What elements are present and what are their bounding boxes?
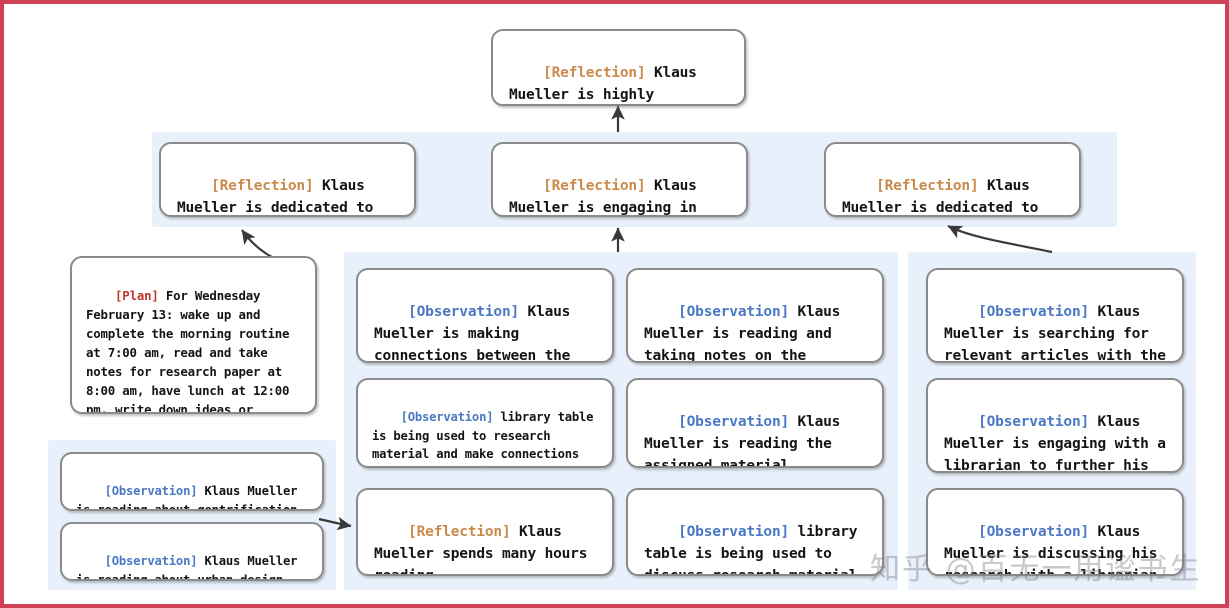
reflection-node-2[interactable]: [Reflection] Klaus Mueller is engaging i… [491, 142, 748, 217]
node-text: Klaus Mueller is highly dedicated to res… [509, 65, 697, 104]
node-text: Klaus Mueller is dedicated to research [177, 178, 374, 217]
node-tag: [Observation] [678, 524, 790, 541]
column-two-node-2[interactable]: [Observation] Klaus Mueller is reading t… [626, 378, 884, 468]
node-tag: [Reflection] [543, 65, 646, 82]
column-one-node-3[interactable]: [Reflection] Klaus Mueller spends many h… [356, 488, 614, 576]
node-tag: [Observation] [978, 414, 1090, 431]
node-text: library table is being used to discuss r… [644, 524, 858, 574]
node-tag: [Observation] [104, 484, 198, 499]
node-tag: [Plan] [115, 287, 159, 303]
node-tag: [Observation] [400, 410, 494, 425]
column-two-node-1[interactable]: [Observation] Klaus Mueller is reading a… [626, 268, 884, 363]
node-tag: [Observation] [978, 304, 1090, 321]
node-text: Klaus Mueller is engaging in research ac… [509, 178, 697, 217]
node-tag: [Observation] [104, 554, 198, 569]
arrow-column-three-to-right-reflection [947, 225, 1053, 254]
node-tag: [Observation] [678, 414, 790, 431]
node-text: Klaus Mueller is making connections betw… [374, 304, 571, 363]
reflection-node-1[interactable]: [Reflection] Klaus Mueller is dedicated … [159, 142, 416, 217]
node-tag: [Reflection] [876, 178, 979, 195]
node-text: library table is being used to research … [372, 410, 594, 466]
node-text: Klaus Mueller is engaging with a librari… [944, 414, 1166, 473]
column-one-node-2[interactable]: [Observation] library table is being use… [356, 378, 614, 468]
node-text: Klaus Mueller spends many hours reading [374, 524, 588, 574]
node-tag: [Observation] [978, 524, 1090, 541]
node-text: Klaus Mueller is reading about gentrific… [76, 484, 305, 511]
root-reflection-node[interactable]: [Reflection] Klaus Mueller is highly ded… [491, 29, 746, 106]
column-three-node-1[interactable]: [Observation] Klaus Mueller is searching… [926, 268, 1184, 363]
node-text: Klaus Mueller is reading about urban des… [76, 554, 305, 581]
node-text: Klaus Mueller is dedicated to research [842, 178, 1039, 217]
column-three-node-2[interactable]: [Observation] Klaus Mueller is engaging … [926, 378, 1184, 473]
node-text: Klaus Mueller is searching for relevant … [944, 304, 1166, 363]
node-tag: [Reflection] [211, 178, 314, 195]
node-tag: [Observation] [408, 304, 520, 321]
plan-node[interactable]: [Plan] For Wednesday February 13: wake u… [70, 256, 317, 414]
node-tag: [Reflection] [543, 178, 646, 195]
node-tag: [Reflection] [408, 524, 511, 541]
node-text: For Wednesday February 13: wake up and c… [86, 287, 290, 414]
node-text: Klaus Mueller is discussing his research… [944, 524, 1158, 574]
left-observation-node-1[interactable]: [Observation] Klaus Mueller is reading a… [60, 452, 324, 511]
reflection-node-3[interactable]: [Reflection] Klaus Mueller is dedicated … [824, 142, 1081, 217]
column-three-node-3[interactable]: [Observation] Klaus Mueller is discussin… [926, 488, 1184, 576]
node-tag: [Observation] [678, 304, 790, 321]
column-one-node-1[interactable]: [Observation] Klaus Mueller is making co… [356, 268, 614, 363]
left-observation-node-2[interactable]: [Observation] Klaus Mueller is reading a… [60, 522, 324, 581]
node-text: Klaus Mueller is reading the assigned ma… [644, 414, 849, 468]
watermark-text: 知乎 @百无一用谧书生 [870, 552, 1202, 587]
node-text: Klaus Mueller is reading and taking note… [644, 304, 841, 363]
column-two-node-3[interactable]: [Observation] library table is being use… [626, 488, 884, 576]
